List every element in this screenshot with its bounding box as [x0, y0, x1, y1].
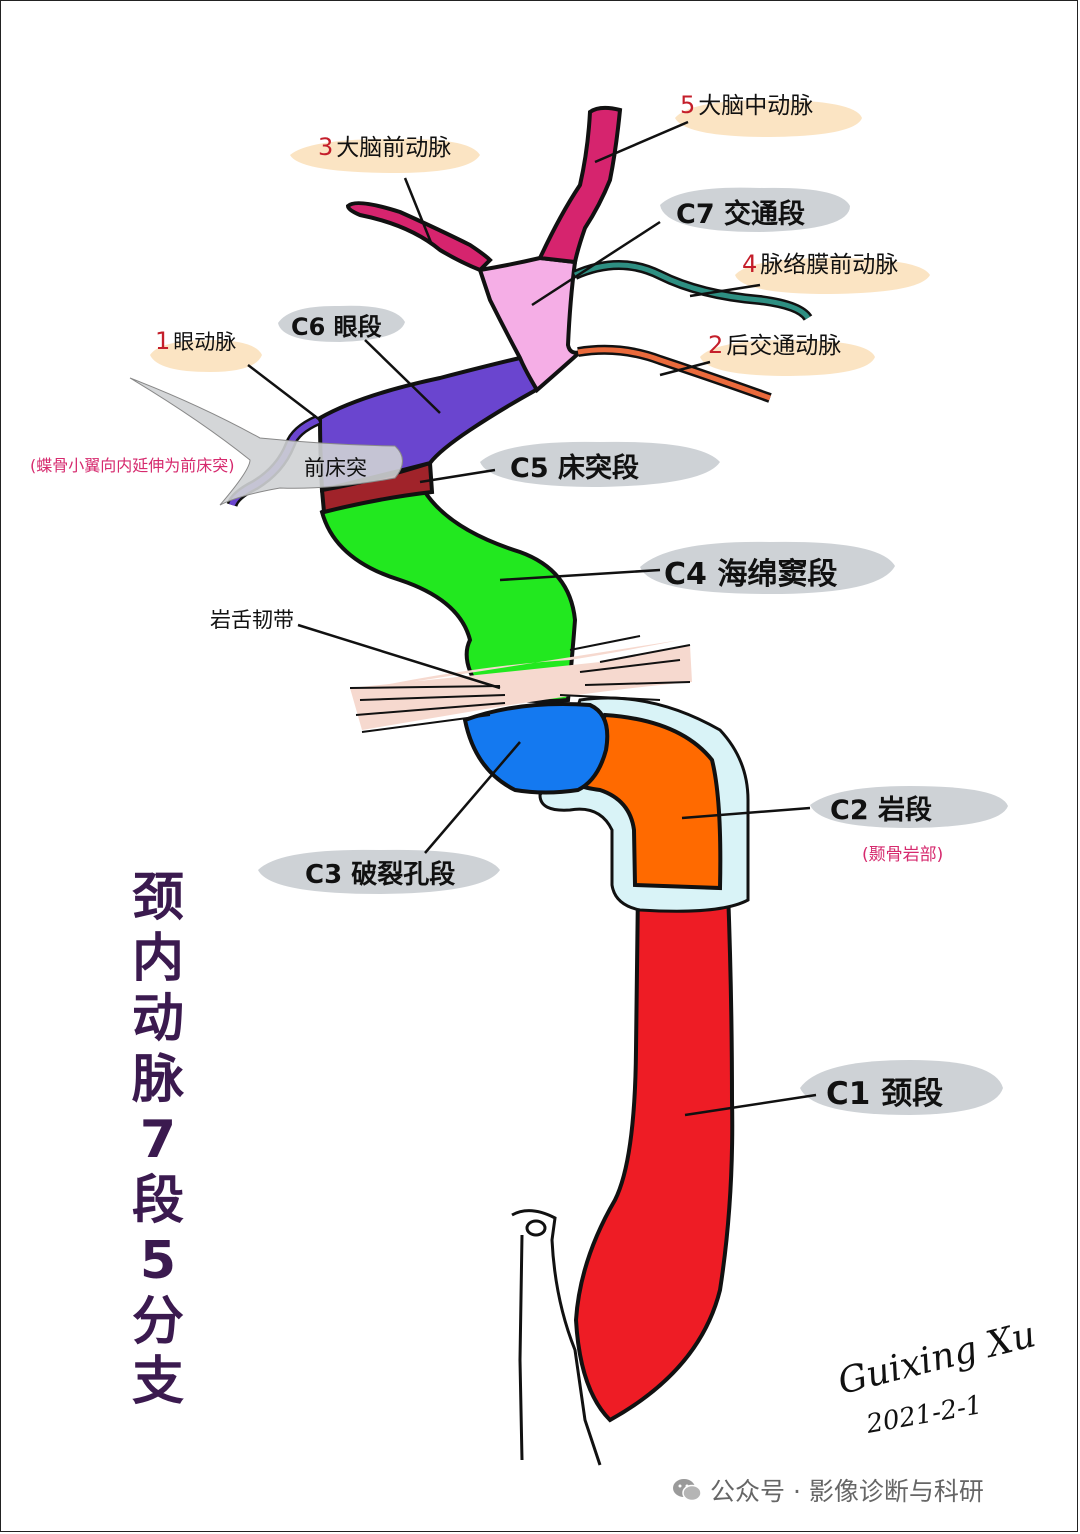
segment-c1 [573, 885, 735, 1423]
label-clinoid-note: (蝶骨小翼向内延伸为前床突) [30, 456, 235, 475]
blob-b3 [290, 138, 480, 173]
blob-b4 [735, 258, 930, 294]
label-c7: C7 交通段 [676, 199, 806, 230]
leader-lines [247, 120, 817, 1117]
segment-c4 [319, 489, 578, 704]
blob-b2 [700, 340, 875, 376]
diagram-title: 颈 内 动 脉 7 段 5 分 支 [128, 868, 188, 1413]
blob-c5 [480, 441, 720, 487]
blob-c7 [660, 187, 850, 232]
branch-2-number: 2 [708, 331, 724, 359]
label-c3: C3 破裂孔段 [305, 860, 456, 890]
branch-3-name: 大脑前动脉 [336, 135, 452, 161]
branch-4-number: 4 [742, 250, 758, 278]
title-char: 动 [131, 989, 184, 1049]
title-char: 颈 [131, 868, 184, 928]
label-c2-note: (颞骨岩部) [862, 845, 944, 865]
label-clinoid: 前床突 [304, 456, 367, 480]
label-c1: C1 颈段 [826, 1076, 944, 1112]
blob-c1 [800, 1060, 1003, 1115]
branch-1-name: 眼动脉 [173, 330, 237, 354]
blob-c3 [258, 849, 500, 894]
title-char: 脉 [131, 1049, 184, 1110]
label-c5: C5 床突段 [510, 453, 640, 484]
branch-1-number: 1 [155, 327, 171, 355]
segment-c3 [462, 702, 610, 795]
label-ligament: 岩舌韧带 [210, 608, 294, 632]
title-char: 5 [139, 1231, 177, 1291]
blob-c2 [810, 786, 1008, 828]
footer-text: 公众号 · 影像诊断与科研 [710, 1477, 984, 1506]
label-c6: C6 眼段 [291, 313, 382, 341]
label-c4: C4 海绵窦段 [664, 557, 838, 592]
footer-watermark: 公众号 · 影像诊断与科研 [672, 1472, 984, 1508]
blob-c6 [278, 305, 405, 342]
petrolingual-ligament [349, 635, 692, 733]
branch-5-number: 5 [680, 91, 696, 119]
wechat-icon [673, 1479, 702, 1502]
anterior-clinoid-process [129, 377, 403, 506]
lower-structure-hole [525, 1219, 547, 1237]
branch-3-number: 3 [318, 133, 334, 161]
branch-2-name: 后交通动脉 [726, 333, 842, 359]
title-char: 7 [139, 1110, 177, 1170]
lower-structure [511, 1209, 602, 1466]
middle-cerebral-artery [537, 105, 623, 265]
title-char: 内 [131, 928, 184, 989]
title-char: 支 [131, 1352, 184, 1412]
label-backgrounds [150, 100, 1008, 1115]
blob-c4 [640, 541, 895, 594]
blob-b1 [150, 340, 262, 372]
title-char: 段 [131, 1170, 184, 1231]
blob-b5 [675, 100, 862, 137]
title-char: 分 [131, 1291, 184, 1352]
label-c2: C2 岩段 [830, 795, 933, 826]
branch-5-name: 大脑中动脉 [698, 93, 814, 119]
segment-c2 [575, 712, 723, 891]
anterior-cerebral-artery [345, 201, 493, 273]
branch-4-name: 脉络膜前动脉 [760, 252, 899, 278]
